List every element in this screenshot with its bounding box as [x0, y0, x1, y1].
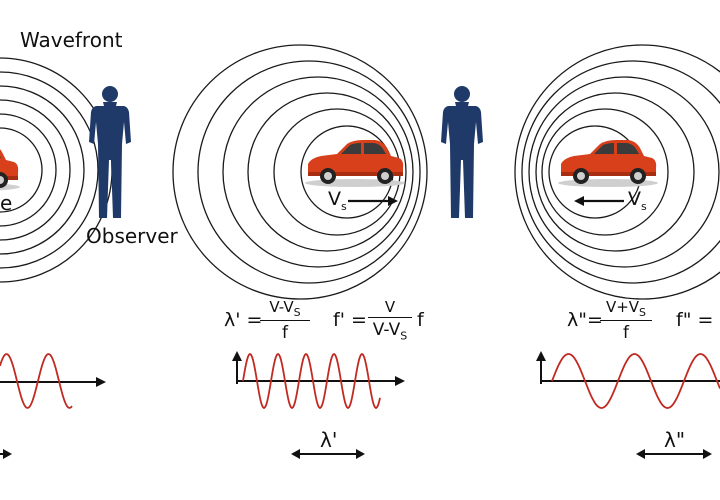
wavelength-fraction-away: V+VS f	[600, 298, 652, 343]
observer-icon-moving-right	[441, 86, 483, 218]
wavelength-formula-lhs-toward: λ' =	[224, 309, 263, 331]
observer-icon-stationary	[89, 86, 131, 218]
velocity-label-right: Vs	[328, 188, 347, 213]
wavelength-formula-lhs-away: λ"=	[567, 309, 603, 331]
car-icon-moving-left	[558, 140, 658, 187]
wave-line-moving-left	[551, 353, 720, 409]
car-icon-stationary	[0, 144, 20, 191]
car-icon-moving-right	[305, 140, 405, 187]
velocity-arrow-right	[348, 196, 398, 206]
source-label-partial: e	[0, 191, 13, 215]
wavefront-circles-moving-right	[172, 44, 428, 300]
frequency-formula-lhs-toward: f' =	[333, 309, 367, 331]
frequency-fraction-toward: V V-VS	[368, 298, 412, 342]
velocity-label-left: Vs	[628, 188, 647, 213]
wavelength-fraction-toward: V-VS f	[260, 298, 310, 343]
wavelength-arrow-stationary	[0, 449, 12, 459]
frequency-formula-tail-toward: f	[417, 309, 424, 331]
wave-line-moving-right	[242, 352, 381, 410]
wavelength-arrow-moving-right	[291, 449, 365, 459]
wave-graph-moving-left	[536, 351, 720, 409]
wavelength-label-toward: λ'	[320, 428, 338, 452]
observer-label: Observer	[86, 224, 178, 248]
wavelength-label-away: λ"	[664, 428, 686, 452]
wavefront-label: Wavefront	[20, 28, 123, 52]
wave-graph-moving-right	[232, 351, 405, 410]
wavelength-arrow-moving-left	[636, 449, 712, 459]
wave-graph-stationary	[0, 353, 106, 409]
frequency-formula-lhs-away: f" = -	[676, 309, 720, 331]
wave-line-stationary	[0, 353, 73, 409]
wavefront-circles-moving-left	[514, 44, 720, 300]
velocity-arrow-left	[574, 196, 624, 206]
